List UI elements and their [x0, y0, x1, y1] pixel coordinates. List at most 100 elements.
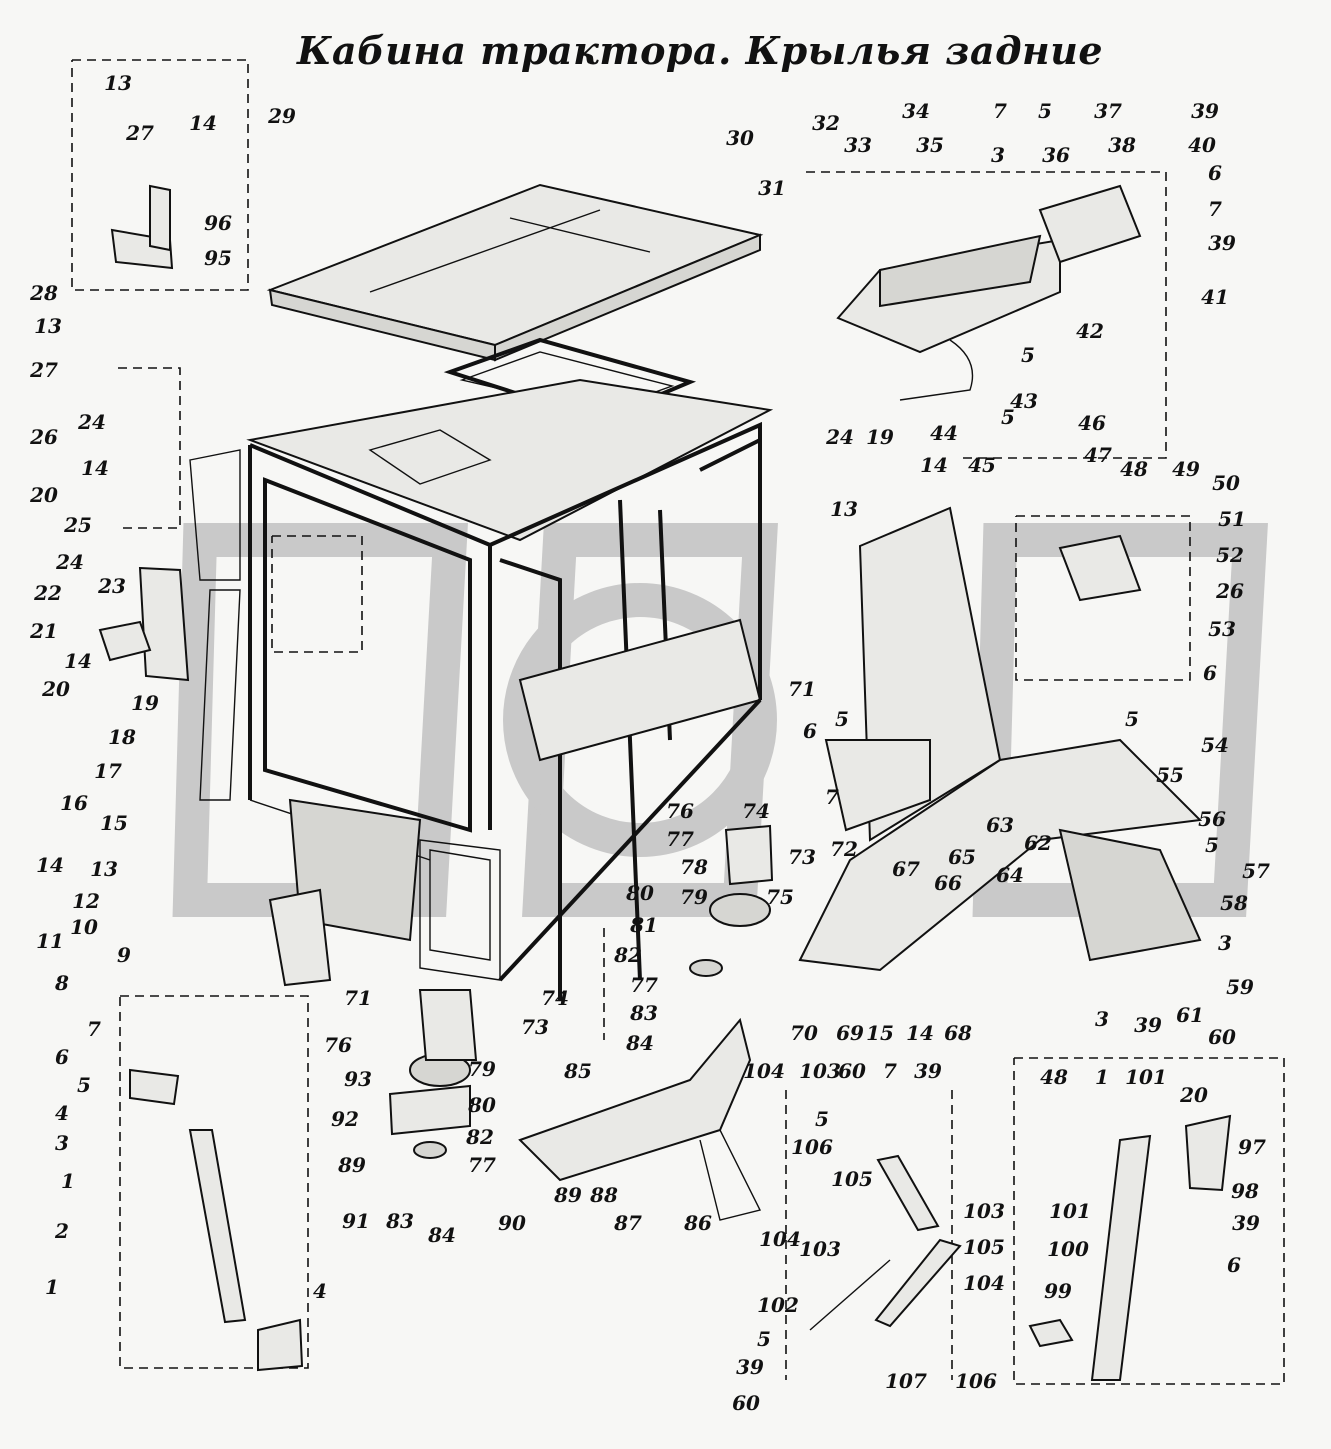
- callout-label: 2: [54, 1219, 69, 1243]
- callout-label: 92: [331, 1107, 359, 1131]
- callout-label: 65: [948, 845, 976, 869]
- callout-label: 20: [41, 677, 70, 701]
- callout-label: 5: [815, 1107, 829, 1131]
- callout-label: 103: [963, 1199, 1005, 1223]
- callout-label: 71: [344, 986, 372, 1010]
- callout-label: 90: [498, 1211, 526, 1235]
- callout-label: 15: [100, 811, 128, 835]
- callout-label: 19: [866, 425, 894, 449]
- callout-label: 31: [758, 176, 786, 200]
- callout-label: 102: [757, 1293, 799, 1317]
- callout-label: 13: [830, 497, 858, 521]
- mounting-bracket: [518, 1017, 762, 1221]
- callout-label: 77: [666, 827, 694, 851]
- callout-label: 78: [680, 855, 708, 879]
- callout-label: 5: [1001, 405, 1015, 429]
- callout-label: 24: [55, 550, 84, 574]
- callout-label: 36: [1042, 143, 1070, 167]
- callout-label: 58: [1220, 891, 1248, 915]
- callout-label: 3: [1218, 931, 1232, 955]
- callout-label: 73: [788, 845, 816, 869]
- callout-label: 4: [55, 1101, 69, 1125]
- callout-label: 47: [1084, 443, 1112, 467]
- callout-label: 30: [726, 126, 754, 150]
- callout-label: 39: [1208, 231, 1236, 255]
- callout-label: 76: [324, 1033, 352, 1057]
- callout-label: 39: [1191, 99, 1219, 123]
- callout-label: 44: [930, 421, 958, 445]
- callout-label: 70: [790, 1021, 818, 1045]
- callout-label: 84: [427, 1223, 456, 1247]
- callout-label: 59: [1226, 975, 1254, 999]
- callout-label: 13: [90, 857, 118, 881]
- callout-label: 74: [742, 799, 770, 823]
- callout-label: 10: [70, 915, 98, 939]
- callout-label: 3: [55, 1131, 69, 1155]
- callout-label: 7: [1208, 197, 1222, 221]
- callout-label: 14: [906, 1021, 934, 1045]
- callout-label: 48: [1120, 457, 1148, 481]
- callout-label: 39: [736, 1355, 764, 1379]
- callout-label: 88: [589, 1183, 618, 1207]
- callout-label: 40: [1188, 133, 1216, 157]
- callout-label: 101: [1049, 1199, 1091, 1223]
- rear-window-lid: [836, 184, 1142, 401]
- callout-label: 42: [1076, 319, 1104, 343]
- callout-label: 89: [337, 1153, 366, 1177]
- callout-label: 7: [825, 785, 839, 809]
- callout-label: 64: [996, 863, 1024, 887]
- callout-label: 89: [553, 1183, 582, 1207]
- callout-label: 104: [759, 1227, 801, 1251]
- callout-label: 68: [944, 1021, 972, 1045]
- callout-label: 5: [1125, 707, 1139, 731]
- callout-label: 53: [1208, 617, 1236, 641]
- callout-label: 32: [812, 111, 840, 135]
- callout-label: 25: [63, 513, 92, 537]
- callout-label: 103: [799, 1237, 841, 1261]
- callout-label: 1: [61, 1169, 75, 1193]
- callout-label: 97: [1238, 1135, 1266, 1159]
- callout-label: 6: [1208, 161, 1222, 185]
- callout-label: 23: [97, 574, 126, 598]
- callout-label: 100: [1047, 1237, 1089, 1261]
- callout-label: 101: [1125, 1065, 1167, 1089]
- callout-label: 86: [683, 1211, 712, 1235]
- callout-label: 62: [1024, 831, 1052, 855]
- callout-label: 14: [36, 853, 64, 877]
- dashed-frames: [71, 59, 1285, 1385]
- callout-label: 84: [625, 1031, 654, 1055]
- callout-label: 8: [54, 971, 69, 995]
- callout-label: 34: [902, 99, 930, 123]
- callout-label: 81: [629, 913, 658, 937]
- callout-label: 106: [955, 1369, 997, 1393]
- callout-label: 5: [77, 1073, 91, 1097]
- callout-label: 105: [963, 1235, 1005, 1259]
- callout-label: 26: [29, 425, 58, 449]
- callout-label: 98: [1231, 1179, 1259, 1203]
- callout-label: 39: [1134, 1013, 1162, 1037]
- callout-label: 7: [883, 1059, 897, 1083]
- callout-label: 14: [64, 649, 92, 673]
- callout-label: 63: [986, 813, 1014, 837]
- callout-label: 106: [791, 1135, 833, 1159]
- callout-label: 57: [1242, 859, 1270, 883]
- callout-label: 45: [968, 453, 996, 477]
- callout-label: 13: [104, 71, 132, 95]
- cab-mounts: [388, 824, 774, 1159]
- callout-label: 9: [117, 943, 131, 967]
- callout-label: 87: [613, 1211, 642, 1235]
- callout-label: 60: [838, 1059, 866, 1083]
- callout-label: 6: [803, 719, 817, 743]
- callout-label: 82: [613, 943, 642, 967]
- callout-label: 24: [825, 425, 854, 449]
- callout-label: 16: [60, 791, 88, 815]
- callout-label: 27: [125, 121, 154, 145]
- callout-label: 46: [1078, 411, 1106, 435]
- callout-label: 69: [836, 1021, 864, 1045]
- callout-label: 21: [29, 619, 58, 643]
- callout-label: 66: [934, 871, 962, 895]
- callout-label: 48: [1040, 1065, 1068, 1089]
- callout-label: 80: [625, 881, 654, 905]
